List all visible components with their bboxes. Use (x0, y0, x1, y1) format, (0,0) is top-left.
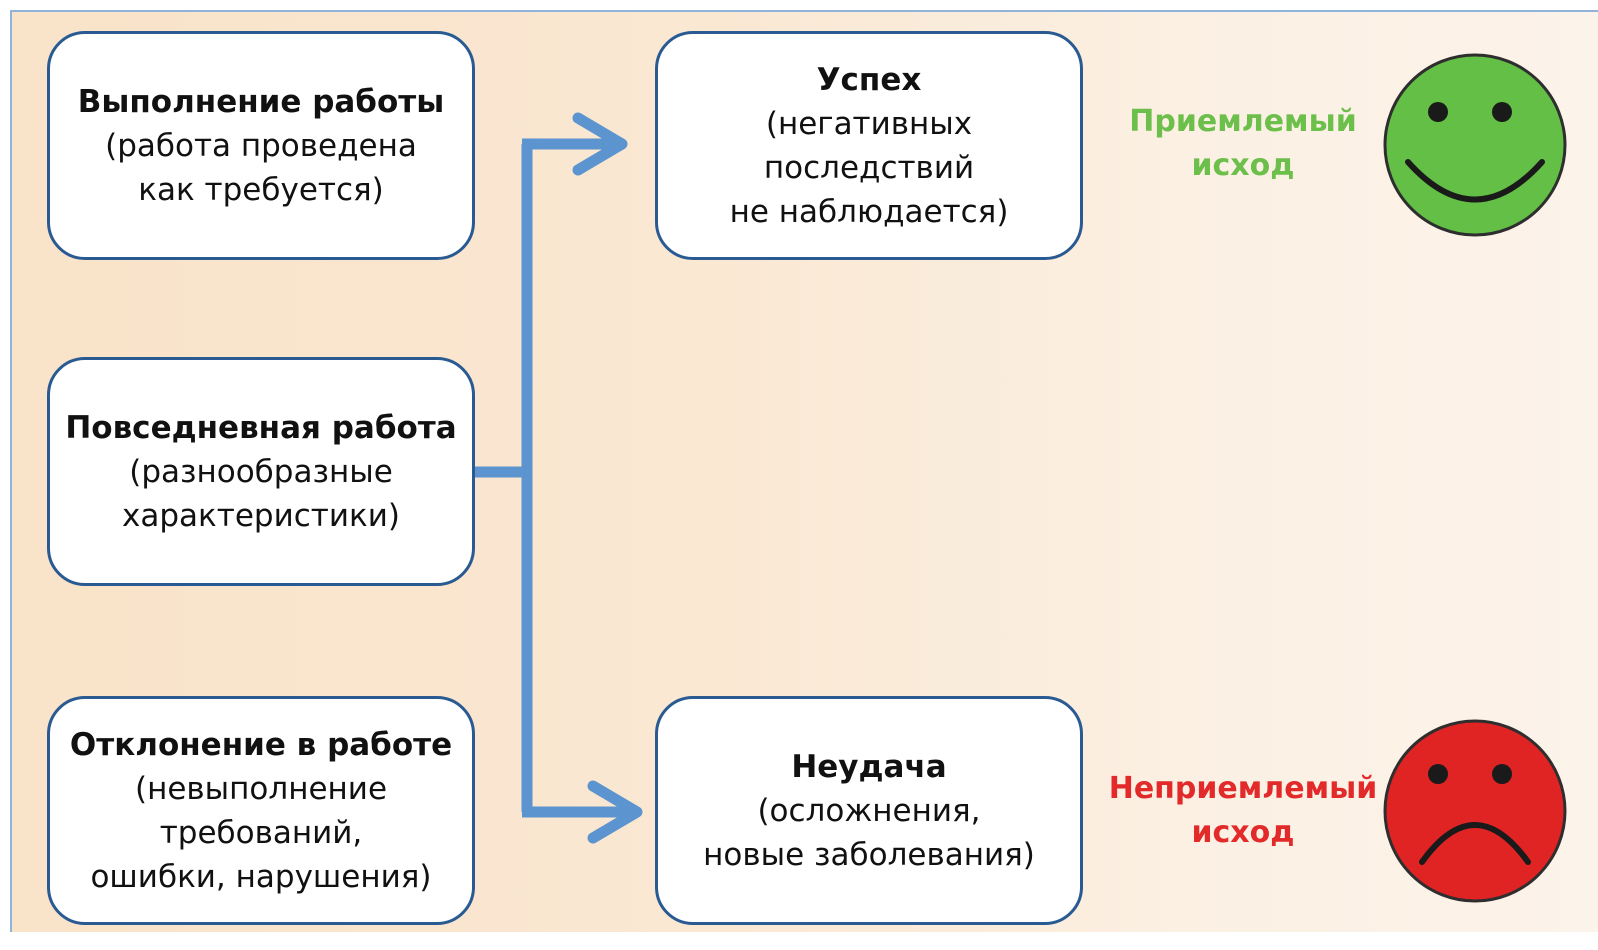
success-line-2: не наблюдается) (729, 193, 1009, 230)
success-title: Успех (816, 61, 922, 98)
arrowhead-success (572, 112, 628, 176)
deviation-line-3: ошибки, нарушения) (90, 858, 432, 895)
performance-line-1: (работа проведена (105, 127, 417, 164)
acceptable-outcome-line-2: исход (1191, 148, 1295, 183)
failure-line-1: (осложнения, (757, 792, 981, 829)
failure-line-2: новые заболевания) (703, 836, 1035, 873)
deviation-line-1: (невыполнение (134, 770, 388, 807)
everyday-work-box: Повседневная работа (разнообразные харак… (47, 357, 475, 586)
performance-line-2: как требуется) (138, 171, 384, 208)
sad-face-icon (1383, 719, 1567, 903)
happy-face-icon (1383, 53, 1567, 237)
everyday-work-line-2: характеристики) (122, 497, 400, 534)
unacceptable-outcome-label: Неприемлемый исход (1093, 767, 1393, 855)
acceptable-outcome-line-1: Приемлемый (1129, 104, 1357, 139)
performance-box: Выполнение работы (работа проведена как … (47, 31, 475, 260)
performance-title: Выполнение работы (77, 83, 445, 120)
everyday-work-line-1: (разнообразные (129, 453, 393, 490)
deviation-box: Отклонение в работе (невыполнение требов… (47, 696, 475, 925)
unacceptable-outcome-line-1: Неприемлемый (1108, 771, 1378, 806)
acceptable-outcome-label: Приемлемый исход (1093, 100, 1393, 188)
unacceptable-outcome-line-2: исход (1191, 815, 1295, 850)
failure-box: Неудача (осложнения, новые заболевания) (655, 696, 1083, 925)
success-line-1: (негативных последствий (763, 105, 975, 186)
failure-title: Неудача (791, 748, 947, 785)
deviation-line-2: требований, (159, 814, 363, 851)
success-box: Успех (негативных последствий не наблюда… (655, 31, 1083, 260)
deviation-title: Отклонение в работе (69, 726, 453, 763)
arrowhead-failure (587, 780, 643, 844)
everyday-work-title: Повседневная работа (65, 409, 457, 446)
